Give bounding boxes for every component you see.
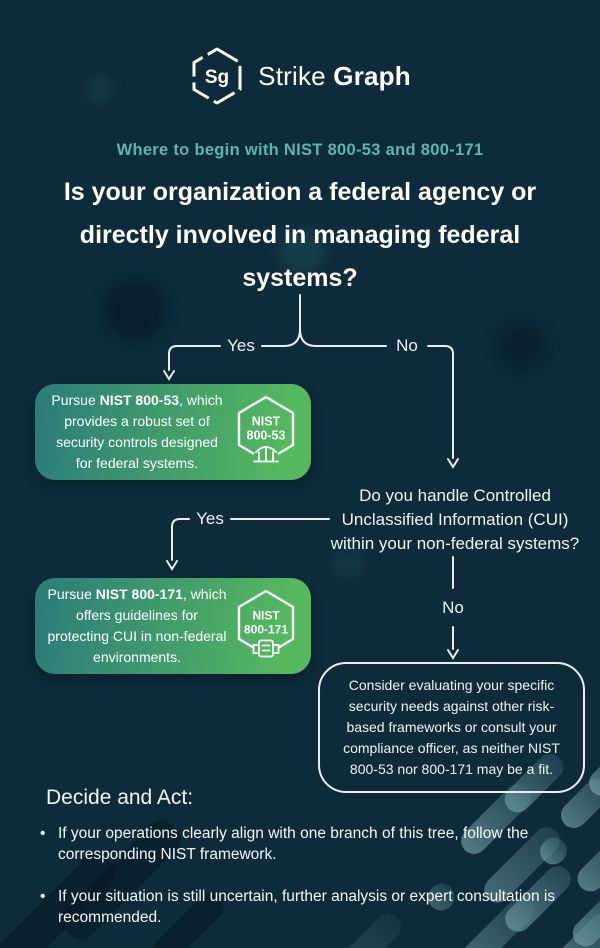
badge-line1: NIST (252, 609, 280, 623)
root-question: Is your organization a federal agency or… (63, 178, 537, 292)
branch1-no-label: No (396, 336, 418, 355)
logo-monogram: Sg (205, 67, 229, 88)
nist-800-53-text-suffix: , which provides a robust set of securit… (56, 392, 223, 471)
badge-line1: NIST (252, 415, 281, 429)
nist-800-171-badge-icon: NIST 800-171 (237, 589, 295, 658)
nist-800-53-badge-icon: NIST 800-53 (237, 395, 295, 463)
nist-800-53-text: Pursue NIST 800-53, which provides a rob… (47, 390, 227, 474)
capitol-icon (253, 446, 279, 463)
strike-graph-logo: Sg Strike Graph (0, 46, 600, 106)
decide-and-act-heading: Decide and Act: (46, 786, 194, 809)
list-item: If your operations clearly align with on… (38, 824, 576, 866)
nist-800-171-box: Pursue NIST 800-171, which offers guidel… (35, 578, 311, 674)
nist-800-171-text-bold: NIST 800-171 (95, 586, 183, 602)
branch2-yes-label: Yes (196, 509, 224, 528)
decide-and-act-list: If your operations clearly align with on… (38, 824, 576, 948)
badge-line2: 800-53 (247, 429, 286, 443)
logo-wordmark-regular: Strike (258, 60, 326, 91)
nist-800-171-text-suffix: , which offers guidelines for protecting… (47, 586, 227, 665)
logo-wordmark-bold: Graph (333, 60, 411, 91)
nist-800-53-box: Pursue NIST 800-53, which provides a rob… (35, 384, 311, 480)
fallback-recommendation-box: Consider evaluating your specific securi… (318, 662, 585, 793)
nist-800-171-text: Pursue NIST 800-171, which offers guidel… (47, 584, 227, 668)
list-item: If your situation is still uncertain, fu… (38, 887, 576, 929)
document-box-icon (252, 639, 280, 658)
hexagon-logo-icon: Sg (192, 47, 242, 105)
eyebrow-title: Where to begin with NIST 800-53 and 800-… (116, 141, 484, 159)
nist-800-53-text-bold: NIST 800-53 (99, 392, 180, 408)
nist-800-171-text-prefix: Pursue (47, 586, 96, 602)
badge-line2: 800-171 (244, 623, 288, 637)
branch1-yes-label: Yes (227, 336, 255, 355)
logo-wordmark: Strike Graph (258, 61, 411, 92)
cui-question: Do you handle Controlled Unclassified In… (330, 486, 580, 554)
nist-800-53-text-prefix: Pursue (51, 392, 100, 408)
branch2-no-label: No (442, 598, 464, 617)
